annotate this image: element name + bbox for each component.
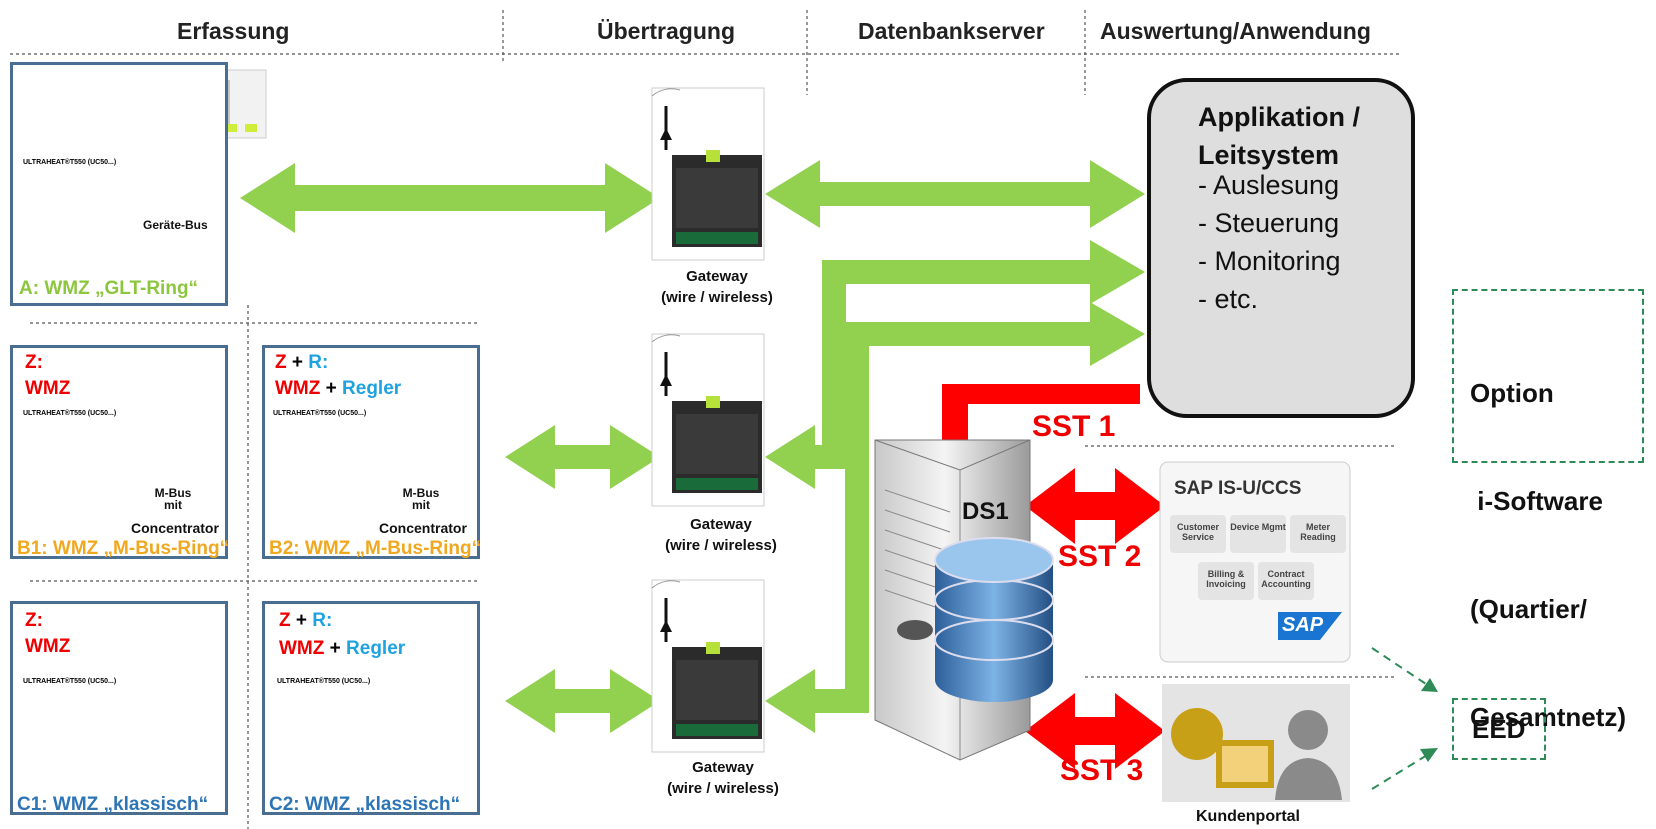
b2-bus-label-2: mit [412,498,430,512]
app-item-monitoring: - Monitoring [1198,246,1341,276]
header-datenbankserver: Datenbankserver [858,18,1045,44]
c2-wmz: WMZ [279,638,325,659]
meter-label: ULTRAHEAT®T550 (UC50...) [273,410,367,417]
meter-label: ULTRAHEAT®T550 (UC50...) [23,159,117,166]
kundenportal-icon [1162,684,1350,802]
gateway-2-line2: (wire / wireless) [665,537,777,554]
b2-z: Z [275,352,287,373]
header-separators [10,10,1400,829]
meter-label: ULTRAHEAT®T550 (UC50...) [23,410,117,417]
c2-regler: Regler [346,638,406,659]
app-item-auslesung: - Auslesung [1198,170,1340,200]
gateway-device-1 [651,87,765,261]
option-line2: i-Software [1470,486,1603,516]
eed-box: EED [1452,698,1546,760]
b2-colon: : [322,352,329,373]
box-a-glt-ring: ULTRAHEAT®T550 (UC50...) Geräte-Bus A: W… [10,62,228,306]
caption-c2: C2: WMZ „klassisch“ [269,794,461,815]
header-uebertragung: Übertragung [597,18,735,44]
header-erfassung: Erfassung [177,18,290,44]
box-c1-klassisch: Z: WMZ ULTRAHEAT®T550 (UC50...) C1: WMZ … [10,601,228,815]
c2-plus1: + [290,610,313,631]
box-c2-klassisch: Z + R: WMZ + Regler ULTRAHEAT®T550 (UC50… [262,601,480,815]
app-item-steuerung: - Steuerung [1198,208,1340,238]
b1-wmz: WMZ [25,378,71,399]
sap-title: SAP IS-U/CCS [1174,478,1302,499]
b1-bus-label-3: Concentrator [131,520,219,536]
sap-panel [1159,461,1351,663]
gateway-1-line1: Gateway [686,268,748,285]
eed-label: EED [1472,714,1526,744]
b2-plus1: + [286,352,309,373]
b1-z: Z: [25,352,43,373]
c2-colon: : [326,610,333,631]
gateway-label-3: Gateway (wire / wireless) [643,757,803,799]
b2-plus2: + [320,378,343,399]
b1-bus-label-1: M-Bus [154,486,192,500]
sst-3-label: SST 3 [1060,754,1144,787]
b2-r: R [308,352,322,373]
gateway-label-1: Gateway (wire / wireless) [637,266,797,308]
gateway-label-2: Gateway (wire / wireless) [641,514,801,556]
eed-arrows [1371,647,1433,790]
option-i-software-box: Option i-Software (Quartier/ Gesamtnetz) [1452,289,1644,732]
app-title-line2: Leitsystem [1198,140,1340,170]
c2-r: R [312,610,326,631]
gateway-3-line2: (wire / wireless) [667,780,779,797]
gateway-3-line1: Gateway [692,759,754,776]
database-server [874,439,1054,761]
b2-regler: Regler [342,378,402,399]
app-title: Applikation / Leitsystem [1198,98,1360,174]
applikation-leitsystem-box: Applikation / Leitsystem - Auslesung - S… [1147,78,1415,418]
sst-1-label: SST 1 [1032,410,1116,443]
c2-z: Z [279,610,291,631]
meter-label: ULTRAHEAT®T550 (UC50...) [23,678,117,685]
option-line3: (Quartier/ [1470,594,1588,624]
sap-module-customer-service: Customer Service [1176,522,1219,542]
b2-bus-label-1: M-Bus [402,486,440,500]
option-line4: Gesamtnetz) [1470,702,1627,732]
kundenportal-label: Kundenportal [1196,808,1300,825]
geraete-bus-label: Geräte-Bus [143,218,208,232]
app-title-line1: Applikation / [1198,102,1360,132]
gateway-device-3 [651,579,765,753]
sst-2-label: SST 2 [1058,540,1142,573]
sap-module-billing: Billing & Invoicing [1206,569,1246,589]
sap-module-device-mgmt: Device Mgmt [1230,522,1286,532]
b2-bus-label-3: Concentrator [379,520,467,536]
c2-plus2: + [324,638,347,659]
meter-label: ULTRAHEAT®T550 (UC50...) [277,678,371,685]
box-b1-mbus-ring: Z: WMZ ULTRAHEAT®T550 (UC50...) M-Bus mi… [10,345,230,559]
caption-a: A: WMZ „GLT-Ring“ [19,278,199,299]
c1-wmz: WMZ [25,636,71,657]
sap-module-meter-reading: Meter Reading [1300,522,1336,542]
green-arrows [240,160,1145,733]
gateway-1-line2: (wire / wireless) [661,289,773,306]
box-b2-mbus-ring: Z + R: WMZ + Regler ULTRAHEAT®T550 (UC50… [262,345,482,559]
option-line1: Option [1470,378,1554,408]
app-item-etc: - etc. [1198,284,1259,314]
b1-bus-label-2: mit [164,498,182,512]
sap-logo: SAP [1282,614,1324,636]
c1-z: Z: [25,610,43,631]
header-auswertung: Auswertung/Anwendung [1100,18,1371,44]
gateway-2-line1: Gateway [690,516,752,533]
caption-c1: C1: WMZ „klassisch“ [17,794,209,815]
server-label: DS1 [962,498,1009,525]
b2-wmz: WMZ [275,378,321,399]
caption-b1: B1: WMZ „M-Bus-Ring“ [17,538,230,559]
gateway-device-2 [651,333,765,507]
caption-b2: B2: WMZ „M-Bus-Ring“ [269,538,482,559]
sap-module-contract-accounting: Contract Accounting [1261,569,1311,589]
